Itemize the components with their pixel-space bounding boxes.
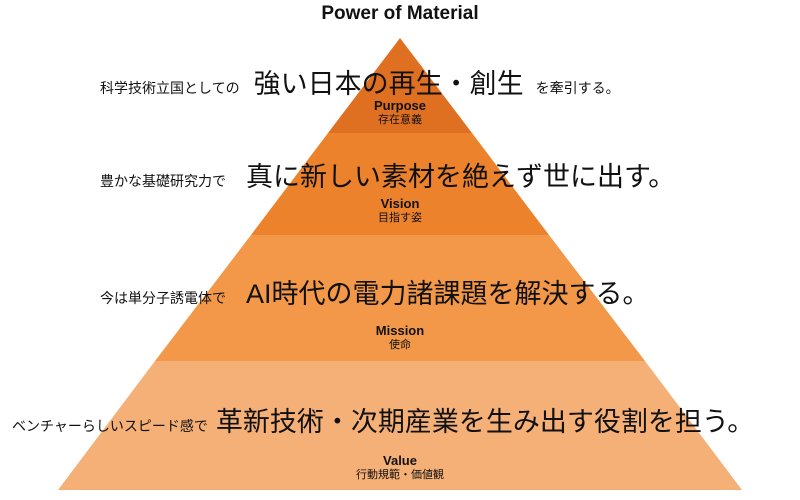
pyramid-tier-mission xyxy=(155,235,645,361)
level-en: Mission xyxy=(375,323,425,338)
level-en: Purpose xyxy=(373,98,426,113)
level-en: Vision xyxy=(380,196,420,211)
level-label-mission: Mission 使命 xyxy=(0,323,800,352)
statement-vision: 豊かな基礎研究力で 真に新しい素材を絶えず世に出す。 xyxy=(100,155,675,194)
statement-mission: 今は単分子誘電体で AI時代の電力諸課題を解決する。 xyxy=(100,272,650,311)
diagram-title: Power of Material xyxy=(321,3,479,24)
statement-value: ベンチャーらしいスピード感で 革新技術・次期産業を生み出す役割を担う。 xyxy=(12,400,754,439)
statement-prefix: ベンチャーらしいスピード感で xyxy=(12,418,208,434)
level-jp: 存在意義 xyxy=(378,113,422,126)
pyramid-tier-vision xyxy=(251,133,549,235)
statement-prefix: 科学技術立国としての xyxy=(100,80,240,96)
pyramid-tier-value xyxy=(58,361,742,490)
statement-main: AI時代の電力諸課題を解決する。 xyxy=(246,279,650,309)
statement-main: 革新技術・次期産業を生み出す役割を担う。 xyxy=(215,407,755,437)
statement-prefix: 豊かな基礎研究力で xyxy=(100,173,226,189)
level-label-purpose: Purpose 存在意義 xyxy=(0,98,800,127)
level-label-vision: Vision 目指す姿 xyxy=(0,196,800,225)
statement-suffix: を牽引する。 xyxy=(535,80,620,96)
level-jp: 行動規範・価値観 xyxy=(356,468,444,481)
statement-main: 真に新しい素材を絶えず世に出す。 xyxy=(246,162,676,192)
level-label-value: Value 行動規範・価値観 xyxy=(0,453,800,482)
level-en: Value xyxy=(383,453,417,468)
statement-purpose: 科学技術立国としての 強い日本の再生・創生 を牽引する。 xyxy=(100,62,620,101)
level-jp: 目指す姿 xyxy=(378,211,422,224)
level-jp: 使命 xyxy=(389,338,411,351)
statement-prefix: 今は単分子誘電体で xyxy=(100,290,226,306)
pyramid-tier-purpose xyxy=(328,38,472,133)
statement-main: 強い日本の再生・創生 xyxy=(253,69,524,99)
